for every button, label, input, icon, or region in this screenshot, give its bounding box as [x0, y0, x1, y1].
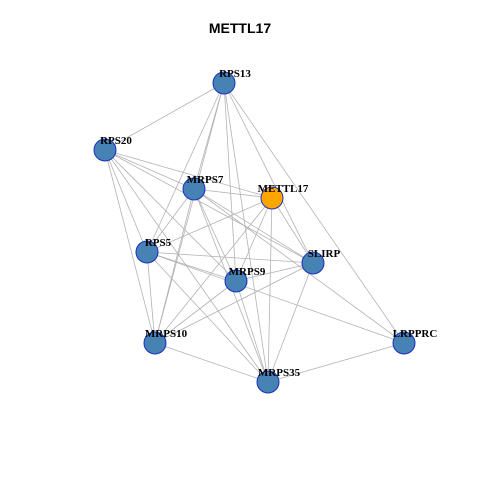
node-rps20: RPS20	[93, 135, 132, 162]
edge-rps13-mrps35	[223, 82, 269, 383]
node-circle	[212, 71, 236, 95]
edge-mrps10-mrps35	[154, 342, 269, 383]
node-circle	[260, 186, 284, 210]
edge-rps13-lrpprc	[223, 82, 405, 344]
node-label: MRPS10	[145, 328, 188, 340]
node-mrps7: MRPS7	[182, 174, 224, 201]
edge-mettl17-mrps35	[267, 197, 273, 383]
edge-mettl17-mrps10	[154, 197, 273, 344]
node-label: RPS13	[219, 68, 251, 80]
edge-mettl17-rps5	[146, 197, 273, 253]
node-mettl17: METTL17	[258, 183, 309, 210]
edge-mrps7-mrps9	[193, 188, 237, 282]
edge-mrps35-lrpprc	[267, 342, 405, 383]
node-label: MRPS7	[187, 174, 224, 186]
edge-mrps7-mettl17	[193, 188, 273, 199]
edge-slirp-mrps10	[154, 262, 314, 344]
edge-rps5-mrps10	[146, 251, 156, 344]
node-mrps10: MRPS10	[143, 328, 188, 355]
edge-rps20-mrps9	[104, 149, 237, 282]
edge-mrps7-slirp	[193, 188, 314, 264]
edge-rps20-mettl17	[104, 149, 273, 199]
edge-rps13-rps20	[104, 82, 225, 151]
node-label: SLIRP	[308, 248, 341, 260]
edge-slirp-mrps9	[235, 262, 314, 282]
edge-mrps7-rps5	[146, 188, 195, 253]
node-label: MRPS9	[229, 266, 266, 278]
edge-rps13-rps5	[146, 82, 225, 253]
node-rps5: RPS5	[135, 237, 172, 264]
edge-mrps7-mrps10	[154, 188, 195, 344]
node-circle	[135, 240, 159, 264]
edge-slirp-mrps35	[267, 262, 314, 383]
edge-layer	[104, 82, 405, 383]
node-mrps35: MRPS35	[256, 367, 301, 394]
edge-rps13-slirp	[223, 82, 314, 264]
node-rps13: RPS13	[212, 68, 251, 95]
node-circle	[182, 177, 206, 201]
node-label: RPS5	[145, 237, 172, 249]
edge-rps20-rps5	[104, 149, 148, 253]
node-circle	[392, 331, 416, 355]
edge-mrps9-mrps10	[154, 280, 237, 344]
edge-rps5-lrpprc	[146, 251, 405, 344]
edge-rps20-slirp	[104, 149, 314, 264]
node-label: MRPS35	[258, 367, 301, 379]
node-lrpprc: LRPPRC	[392, 328, 438, 355]
node-circle	[224, 269, 248, 293]
node-circle	[143, 331, 167, 355]
diagram-title: METTL17	[208, 20, 272, 36]
edge-mettl17-mrps9	[235, 197, 273, 282]
edge-rps13-mrps10	[154, 82, 225, 344]
node-circle	[301, 251, 325, 275]
edge-rps13-mrps9	[223, 82, 237, 282]
edge-rps5-mrps35	[146, 251, 269, 383]
node-circle	[256, 370, 280, 394]
node-label: LRPPRC	[393, 328, 438, 340]
edge-mrps9-mrps35	[235, 280, 269, 383]
node-label: METTL17	[258, 183, 309, 195]
node-circle	[93, 138, 117, 162]
edge-rps20-mrps7	[104, 149, 195, 190]
edge-mettl17-slirp	[271, 197, 314, 264]
edge-rps5-slirp	[146, 251, 314, 264]
edge-rps20-mrps10	[104, 149, 156, 344]
node-label: RPS20	[100, 135, 132, 147]
node-slirp: SLIRP	[301, 248, 341, 275]
node-mrps9: MRPS9	[224, 266, 266, 293]
